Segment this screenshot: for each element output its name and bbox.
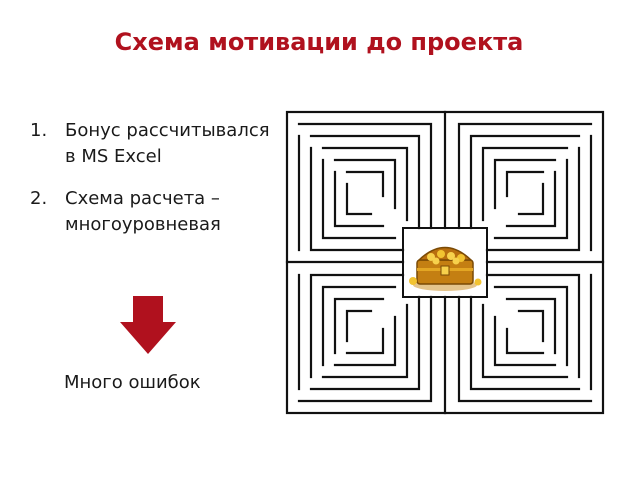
maze-icon [285,110,605,419]
item-number: 2. [30,188,48,209]
treasure-chest-icon [409,246,482,291]
result-text: Много ошибок [64,372,201,393]
down-arrow-icon [118,296,178,360]
slide-title: Схема мотивации до проекта [114,28,524,56]
item-number: 1. [30,120,48,141]
bullet-list: 1. Бонус рассчитывался в MS Excel 2. Схе… [30,118,280,254]
list-item: 1. Бонус рассчитывался в MS Excel [30,118,280,170]
list-item: 2. Схема расчета – многоуровневая [30,186,280,238]
item-text: Схема расчета – многоуровневая [65,188,221,235]
item-text: Бонус рассчитывался в MS Excel [65,120,270,167]
